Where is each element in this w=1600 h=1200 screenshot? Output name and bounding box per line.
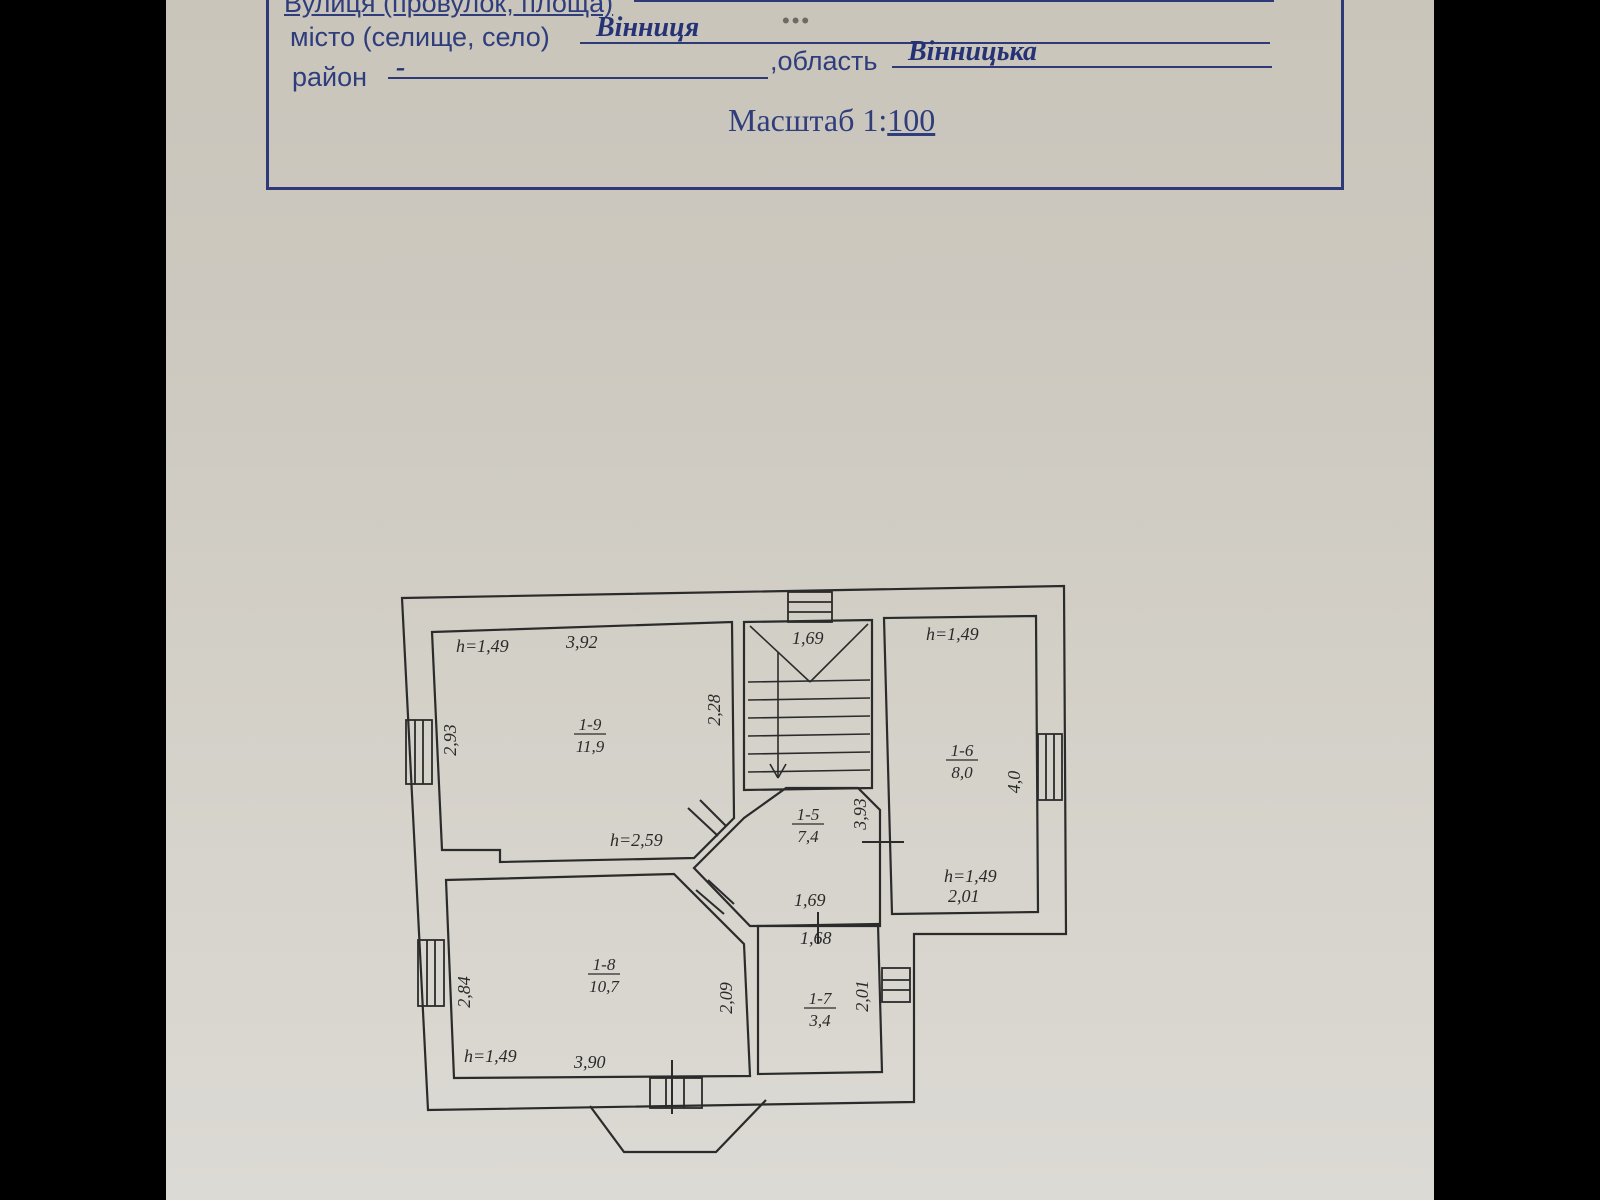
city-line	[580, 42, 1270, 44]
region-value: Вінницька	[908, 36, 1037, 67]
ellipsis-mark: •••	[782, 8, 812, 33]
height-room-1-6-lower: h=1,49	[944, 866, 997, 886]
dim-r15-right: 3,93	[850, 798, 870, 831]
room-1-8-area: 10,7	[589, 977, 620, 996]
dim-r19-right: 2,28	[704, 694, 724, 726]
stair-outline	[742, 618, 874, 792]
street-line	[634, 0, 1274, 2]
height-room-1-5: h=2,59	[610, 830, 663, 850]
height-room-1-6: h=1,49	[926, 624, 979, 644]
room-1-5-id: 1-5	[797, 805, 820, 824]
room-1-6-id: 1-6	[951, 741, 974, 760]
room-1-9-outline	[430, 620, 736, 864]
dim-r17-right: 2,01	[852, 980, 872, 1012]
room-1-7-id: 1-7	[809, 989, 833, 1008]
scale-value: 100	[887, 102, 936, 138]
room-1-7-area: 3,4	[808, 1011, 831, 1030]
dim-r17-top: 1,68	[800, 928, 832, 948]
room-1-5-outline	[692, 786, 882, 928]
room-1-7-outline	[756, 922, 884, 1076]
scale-text: Масштаб 1:100	[728, 102, 935, 139]
dim-r19-left: 2,93	[440, 724, 460, 756]
region-label: ,область	[770, 46, 878, 76]
outer-wall	[400, 584, 1068, 1112]
street-label: Вулиця (провулок, площа)	[284, 0, 614, 18]
room-1-5-area: 7,4	[797, 827, 819, 846]
dim-r18-left: 2,84	[454, 976, 474, 1008]
dim-r15-bottom: 1,69	[794, 890, 826, 910]
height-room-1-9: h=1,49	[456, 636, 509, 656]
stair-treads	[747, 623, 871, 779]
room-1-6-outline	[882, 614, 1040, 916]
windows	[405, 591, 1063, 1109]
city-value: Вінниця	[596, 12, 700, 43]
room-1-9-area: 11,9	[576, 737, 605, 756]
document-sheet: Вулиця (провулок, площа) ••• місто (сели…	[166, 0, 1434, 1200]
district-label: район	[292, 62, 368, 92]
dim-r18-bottom: 3,90	[573, 1052, 606, 1072]
room-1-8-outline	[444, 872, 752, 1080]
door-marks	[671, 799, 904, 1114]
room-1-6-area: 8,0	[951, 763, 973, 782]
height-room-1-8: h=1,49	[464, 1046, 517, 1066]
dim-stair-top: 1,69	[792, 628, 824, 648]
dim-r16-right: 4,0	[1004, 771, 1024, 794]
dim-r16-bottom: 2,01	[948, 886, 980, 906]
dim-r19-top: 3,92	[565, 632, 598, 652]
district-line	[388, 77, 768, 79]
room-1-9-id: 1-9	[579, 715, 602, 734]
scale-prefix: Масштаб 1:	[728, 102, 888, 138]
form-frame	[266, 0, 1344, 190]
floor-plan: 1-9 11,9 1-8 10,7 1-5 7,4 1-6 8,0 1-7 3,…	[400, 584, 1068, 1154]
bay-outline	[589, 1099, 767, 1154]
city-label: місто (селище, село)	[290, 22, 550, 52]
district-value: -	[396, 52, 406, 83]
region-line	[892, 66, 1272, 68]
dim-r18-right: 2,09	[716, 982, 736, 1014]
room-1-8-id: 1-8	[593, 955, 616, 974]
